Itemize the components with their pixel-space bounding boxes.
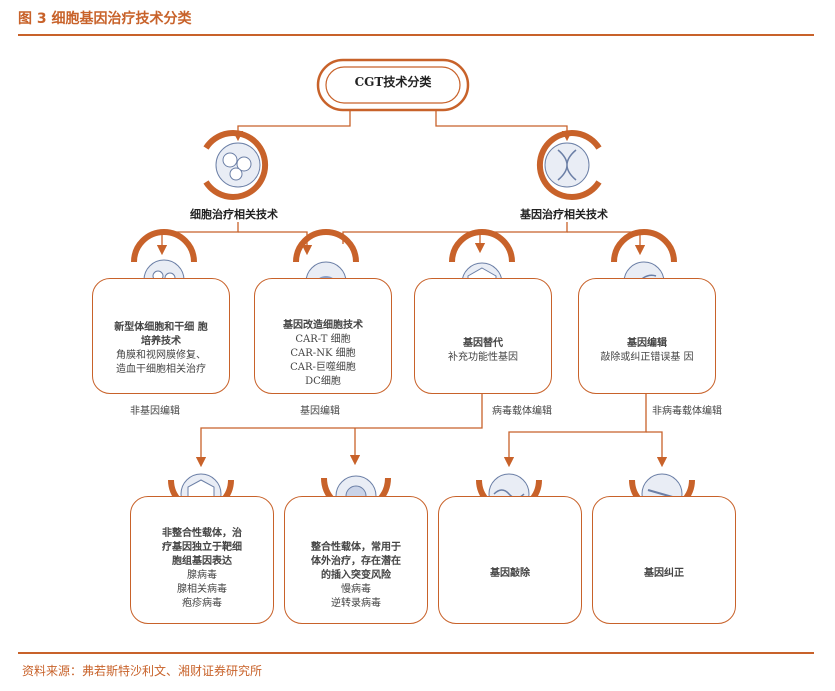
- replace-to-nonint-connector: [195, 393, 483, 468]
- box-engineered-cell: 基因改造细胞技术 CAR-T 细胞 CAR-NK 细胞 CAR-巨噬细胞 DC细…: [254, 278, 392, 394]
- box-gene-replacement: 基因替代 补充功能性基因: [414, 278, 552, 394]
- branch-label-gene: 基因治疗相关技术: [520, 208, 608, 221]
- box4-line-1: 敲除或纠正错误基 因: [600, 352, 694, 363]
- b1-line-1: 腺病毒: [187, 570, 217, 581]
- b2-title-3: 的插入突变风险: [321, 570, 391, 581]
- edit-to-knockout-connector: [503, 393, 647, 468]
- b1-line-3: 疱疹病毒: [182, 598, 222, 609]
- box2-line-2: CAR-NK 细胞: [290, 348, 356, 359]
- b2-title-2: 体外治疗，存在潜在: [311, 556, 401, 567]
- b1-line-2: 腺相关病毒: [177, 584, 227, 595]
- edit-to-correct-connector: [646, 431, 668, 468]
- b1-title-3: 胞组基因表达: [172, 556, 232, 567]
- b3-title: 基因敲除: [490, 568, 530, 579]
- box1-line-2: 造血干细胞相关治疗: [116, 364, 206, 375]
- box-gene-knockout: 基因敲除: [438, 496, 582, 624]
- edge-label-viral-vector: 病毒载体编辑: [492, 406, 552, 417]
- box-gene-correction: 基因纠正: [592, 496, 736, 624]
- b4-title: 基因纠正: [644, 568, 684, 579]
- box2-title: 基因改造细胞技术: [283, 320, 363, 331]
- box3-title: 基因替代: [463, 338, 503, 349]
- b2-title-1: 整合性载体，常用于: [311, 542, 401, 553]
- root-to-gene-connector: [435, 110, 573, 142]
- b1-title-2: 疗基因独立于靶细: [162, 542, 242, 553]
- box1-line-1: 角膜和视网膜修复、: [116, 350, 206, 361]
- source-note: 资料来源：弗若斯特沙利文、湘财证券研究所: [22, 664, 263, 678]
- root-to-cell-connector: [232, 110, 351, 142]
- box4-title: 基因编辑: [627, 338, 667, 349]
- cells-icon: [203, 130, 269, 200]
- b2-line-2: 逆转录病毒: [331, 598, 381, 609]
- edge-label-non-gene-editing: 非基因编辑: [130, 406, 180, 417]
- top-divider: [18, 34, 814, 36]
- root-inner-ring: [325, 66, 461, 104]
- edge-label-gene-editing: 基因编辑: [300, 406, 340, 417]
- branch-label-cell: 细胞治疗相关技术: [190, 208, 278, 221]
- gene-left-stub: [342, 222, 568, 244]
- box2-line-4: DC细胞: [305, 376, 341, 387]
- box-somatic-stem-cell: 新型体细胞和干细 胞 培养技术 角膜和视网膜修复、 造血干细胞相关治疗: [92, 278, 230, 394]
- box1-title-1: 新型体细胞和干细 胞: [114, 322, 208, 333]
- box-non-integrating-vector: 非整合性载体，治 疗基因独立于靶细 胞组基因表达 腺病毒 腺相关病毒 疱疹病毒: [130, 496, 274, 624]
- box1-title-2: 培养技术: [141, 336, 181, 347]
- box-gene-editing: 基因编辑 敲除或纠正错误基 因: [578, 278, 716, 394]
- box2-line-3: CAR-巨噬细胞: [290, 362, 356, 373]
- dna-icon: [536, 130, 602, 200]
- root-label: CGT技术分类: [354, 75, 432, 89]
- edge-label-non-viral-vector: 非病毒载体编辑: [652, 406, 722, 417]
- b1-title-1: 非整合性载体，治: [162, 528, 242, 539]
- box3-line-1: 补充功能性基因: [448, 352, 518, 363]
- figure-title: 图 3 细胞基因治疗技术分类: [18, 11, 192, 27]
- box-integrating-vector: 整合性载体，常用于 体外治疗，存在潜在 的插入突变风险 慢病毒 逆转录病毒: [284, 496, 428, 624]
- cell-to-box1-connector: [156, 222, 239, 256]
- b2-line-1: 慢病毒: [341, 584, 371, 595]
- box2-line-1: CAR-T 细胞: [295, 334, 351, 345]
- cell-to-box2-connector: [238, 231, 313, 256]
- bottom-divider: [18, 652, 814, 654]
